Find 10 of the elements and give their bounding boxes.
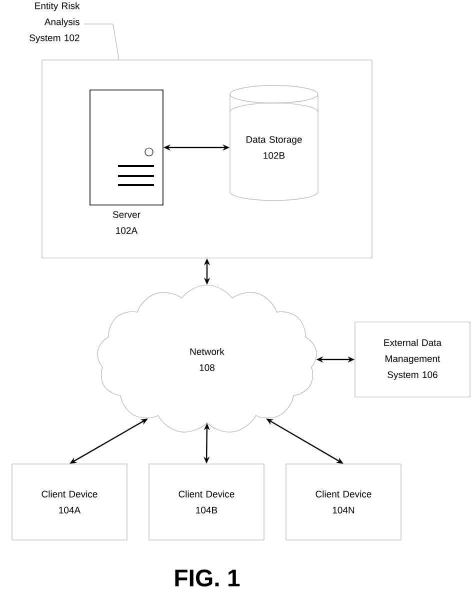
system-box: External Data Management System 106 — [354, 322, 470, 398]
figure-caption: FIG. 1 — [175, 570, 240, 586]
node-label: Entity Risk Analysis System 102 — [30, 2, 80, 44]
device-box: Client Device 104B — [148, 464, 264, 540]
database-cylinder: Data Storage 102B — [230, 85, 318, 201]
node-label: Server 102A — [112, 211, 140, 234]
server-drawing: Server 102A — [90, 90, 164, 234]
device-box: Client Device 104N — [286, 464, 402, 540]
network-cloud: Network 108 — [97, 284, 317, 432]
device-box: Client Device 104A — [12, 464, 128, 540]
